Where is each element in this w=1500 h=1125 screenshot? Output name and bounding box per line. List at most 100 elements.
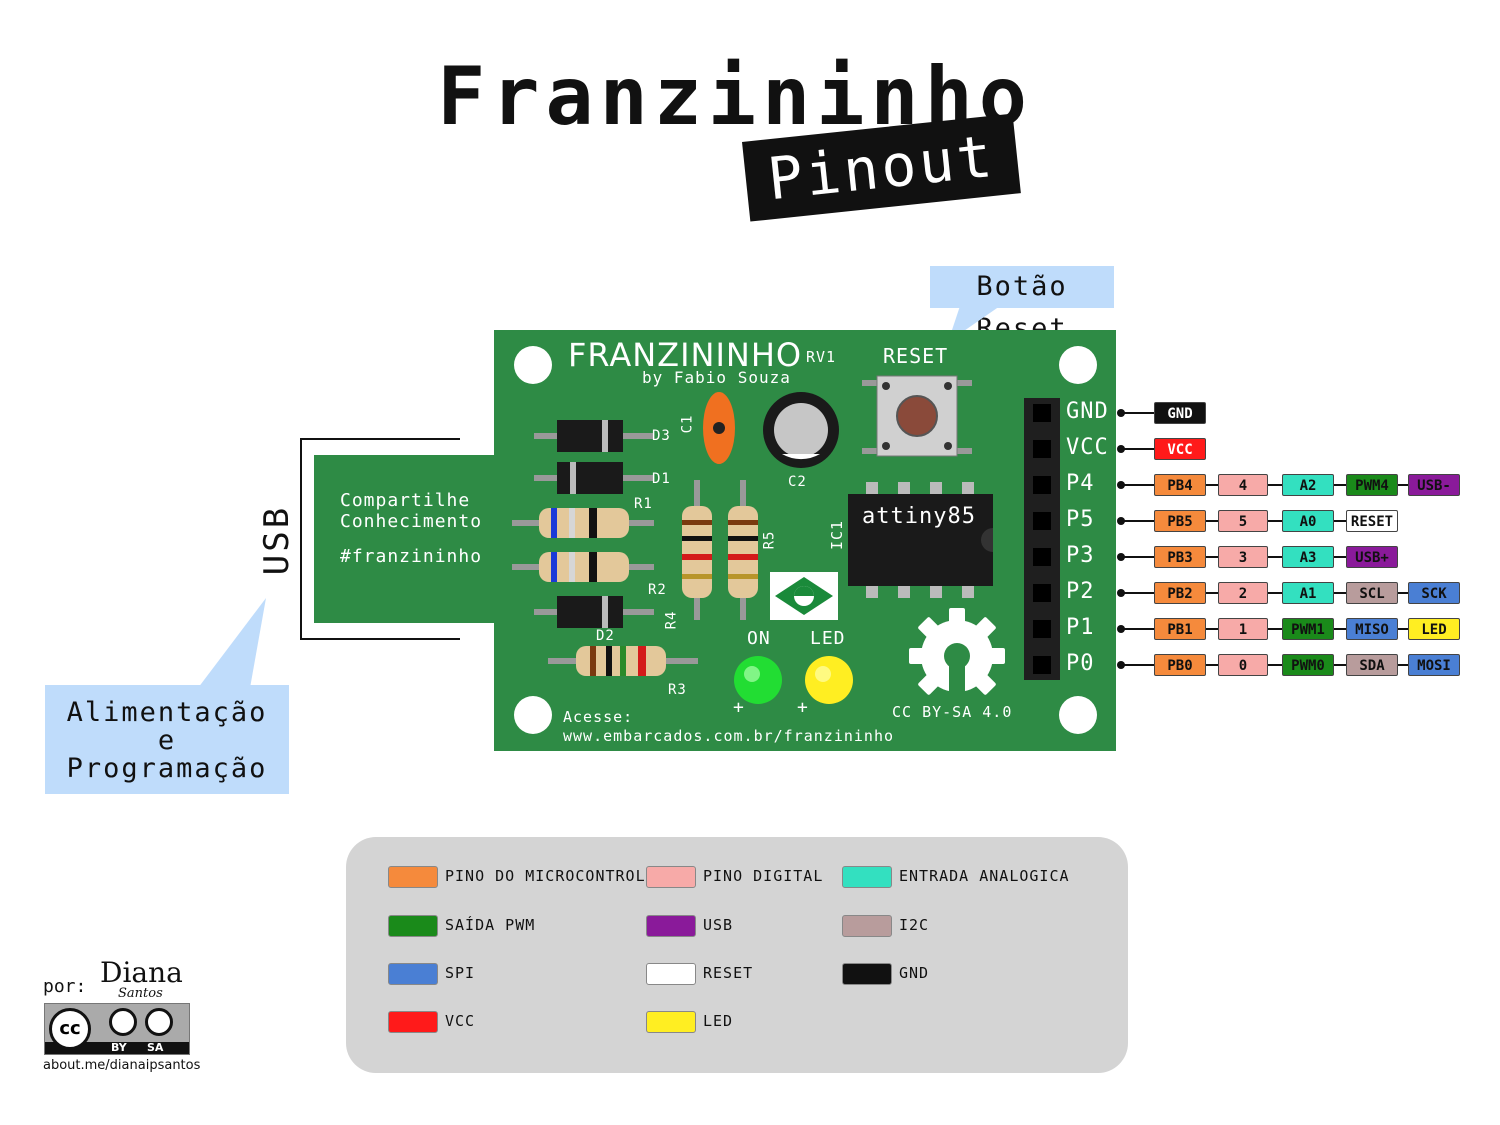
tab-hashtag: #franzininho: [340, 546, 483, 567]
legend-label: SPI: [445, 964, 476, 982]
credit-name: Diana: [100, 956, 183, 989]
pin-label-p1: P1: [1066, 615, 1095, 640]
pin-tag-pwm4: PWM4: [1346, 474, 1398, 496]
legend-label: I2C: [899, 916, 930, 934]
pin-tag-pwm1: PWM1: [1282, 618, 1334, 640]
legend-swatch: [646, 963, 696, 985]
label-c2: C2: [788, 474, 807, 490]
led-label: LED: [810, 628, 846, 649]
page-title: Franzininho: [437, 50, 1033, 143]
pin-tag-miso: MISO: [1346, 618, 1398, 640]
label-r4: R4: [663, 610, 680, 630]
reset-callout: Botão Reset: [930, 266, 1114, 344]
pin-connector: [1120, 448, 1154, 450]
pin-tag-a2: A2: [1282, 474, 1334, 496]
mount-hole: [514, 346, 552, 384]
pin-label-p3: P3: [1066, 543, 1095, 568]
pin-connector: [1120, 412, 1154, 414]
legend-label: ENTRADA ANALOGICA: [899, 867, 1070, 885]
pin-header: [1024, 398, 1060, 680]
credit-por: por:: [43, 976, 87, 997]
pin-tag-1: 1: [1218, 618, 1268, 640]
sa-text: SA: [147, 1041, 164, 1054]
pin-tag-pb5: PB5: [1154, 510, 1206, 532]
legend-swatch: [646, 866, 696, 888]
mount-hole: [1059, 696, 1097, 734]
label-r3: R3: [668, 682, 687, 698]
legend-label: GND: [899, 964, 930, 982]
label-r2: R2: [648, 582, 667, 598]
pin-tag-mosi: MOSI: [1408, 654, 1460, 676]
label-d1: D1: [652, 471, 671, 487]
pin-dot: [1117, 553, 1125, 561]
plus-on: +: [733, 697, 745, 718]
legend-label: RESET: [703, 964, 754, 982]
pin-dot: [1117, 409, 1125, 417]
tab-text-1: Compartilhe: [340, 490, 471, 511]
reset-label: RESET: [883, 344, 949, 368]
resistor-r5: [728, 480, 758, 620]
label-r5: R5: [761, 530, 778, 550]
pin-tag-pb0: PB0: [1154, 654, 1206, 676]
license-label: CC BY-SA 4.0: [892, 703, 1013, 721]
tab-text-2: Conhecimento: [340, 511, 483, 532]
legend-swatch: [842, 963, 892, 985]
usb-callout-line-1: Alimentação: [66, 697, 268, 728]
label-d2: D2: [596, 628, 615, 644]
board-components: [512, 375, 1060, 706]
pin-tag-pb3: PB3: [1154, 546, 1206, 568]
pin-label-p0: P0: [1066, 651, 1095, 676]
usb-callout: Alimentação e Programação: [45, 685, 289, 794]
legend-swatch: [388, 963, 438, 985]
access-label: Acesse:: [563, 708, 634, 726]
label-c1: C1: [679, 414, 696, 434]
access-url: www.embarcados.com.br/franzininho: [563, 727, 895, 745]
resistor-r2: [512, 552, 654, 582]
usb-callout-line-2: e: [157, 725, 177, 756]
usb-tab: [314, 455, 496, 623]
reset-callout-text: Botão Reset: [976, 271, 1068, 344]
pin-tag-usb-: USB-: [1408, 474, 1460, 496]
pin-dot: [1117, 589, 1125, 597]
legend-swatch: [646, 1011, 696, 1033]
pin-tag-2: 2: [1218, 582, 1268, 604]
usb-label: USB: [257, 504, 298, 576]
usb-callout-line-3: Programação: [66, 753, 268, 784]
usb-bracket: [300, 438, 460, 640]
legend-panel: [346, 837, 1128, 1073]
pin-tag-5: 5: [1218, 510, 1268, 532]
by-icon: [109, 1008, 137, 1036]
credit-url[interactable]: about.me/dianaipsantos: [43, 1058, 201, 1073]
pin-tag-sda: SDA: [1346, 654, 1398, 676]
diode-d1: [534, 462, 654, 494]
resistor-r1: [512, 508, 654, 538]
pin-dot: [1117, 481, 1125, 489]
chip-label: attiny85: [862, 504, 976, 529]
pin-tag-reset: RESET: [1346, 510, 1398, 532]
on-label: ON: [747, 628, 771, 649]
gear-icon: [909, 608, 1005, 706]
mount-hole: [1059, 346, 1097, 384]
usb-callout-pointer: [198, 598, 266, 688]
board-author: by Fabio Souza: [642, 368, 791, 387]
legend-label: SAÍDA PWM: [445, 916, 536, 934]
pin-tag-a0: A0: [1282, 510, 1334, 532]
reset-button-graphic: [862, 375, 972, 457]
pin-tag-pb1: PB1: [1154, 618, 1206, 640]
legend-swatch: [646, 915, 696, 937]
pin-tag-usb-: USB+: [1346, 546, 1398, 568]
resistor-r3: [548, 646, 698, 676]
legend-swatch: [842, 866, 892, 888]
pin-dot: [1117, 625, 1125, 633]
board-rev: RV1: [806, 348, 837, 366]
legend-label: LED: [703, 1012, 734, 1030]
pin-tag-scl: SCL: [1346, 582, 1398, 604]
pin-tag-pb2: PB2: [1154, 582, 1206, 604]
label-r1: R1: [634, 496, 653, 512]
capacitor-c2: [763, 392, 839, 468]
legend-swatch: [842, 915, 892, 937]
pin-tag-4: 4: [1218, 474, 1268, 496]
resistor-r4: [682, 480, 712, 620]
mount-hole: [514, 696, 552, 734]
attiny85-chip: [848, 482, 993, 598]
